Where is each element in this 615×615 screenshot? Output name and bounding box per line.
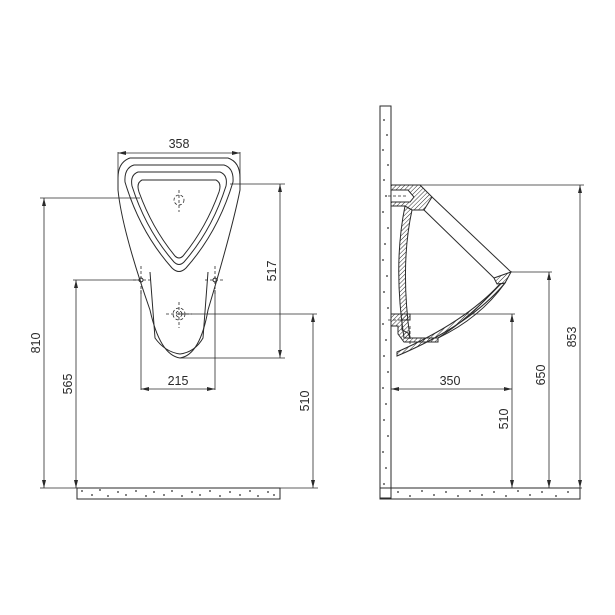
- dimension-650: 650: [511, 271, 552, 488]
- dim-565-label: 565: [61, 374, 75, 395]
- urinal-side-section: [388, 184, 513, 357]
- dimension-350: 350: [391, 374, 512, 391]
- dim-350-label: 350: [440, 374, 461, 388]
- floor-slab-side: [379, 487, 582, 500]
- dimension-565: 565: [61, 279, 141, 488]
- dimension-358: 358: [117, 137, 241, 185]
- urinal-front-body: [117, 157, 241, 359]
- dimension-853: 853: [420, 184, 584, 488]
- dim-650-label: 650: [534, 365, 548, 386]
- front-view: 358 215 517 510: [29, 137, 318, 500]
- dimension-510-side: 510: [391, 313, 515, 488]
- dim-215-label: 215: [168, 374, 189, 388]
- dim-517-label: 517: [265, 261, 279, 282]
- dimension-517: 517: [180, 183, 285, 359]
- floor-slab-front: [76, 487, 281, 500]
- dimension-215: 215: [140, 290, 216, 391]
- dim-853-label: 853: [565, 327, 579, 348]
- dim-510-front-label: 510: [298, 391, 312, 412]
- dim-510-side-label: 510: [497, 409, 511, 430]
- dimension-510-front: 510: [179, 313, 317, 488]
- dim-358-label: 358: [169, 137, 190, 151]
- dimension-810: 810: [29, 197, 140, 488]
- wall: [379, 105, 392, 499]
- dim-810-label: 810: [29, 333, 43, 354]
- side-view: 350 510 650 853: [379, 105, 584, 500]
